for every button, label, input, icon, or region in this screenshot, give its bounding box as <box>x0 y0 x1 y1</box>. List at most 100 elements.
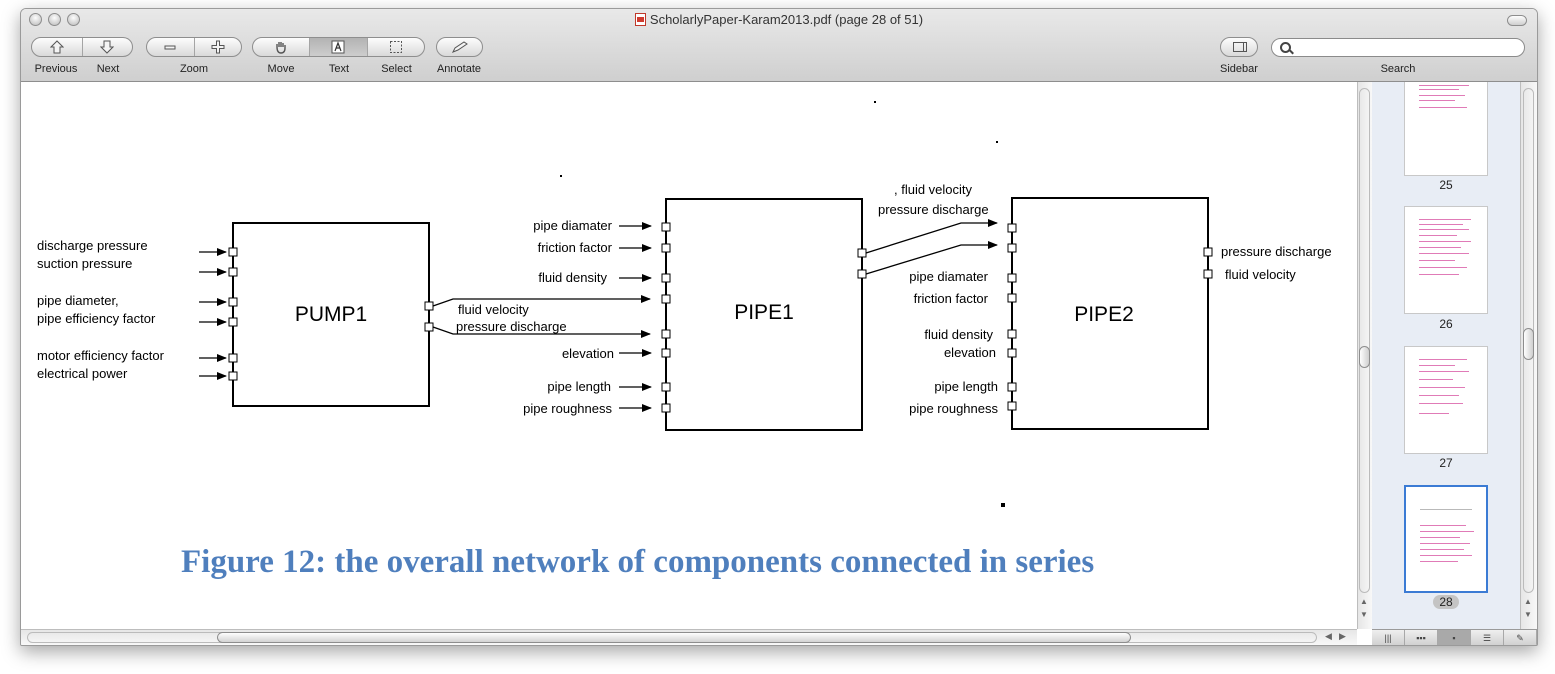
zoom-in-button[interactable] <box>195 38 242 56</box>
zoom-window-button[interactable] <box>67 13 80 26</box>
pump1-input-label: suction pressure <box>37 256 132 271</box>
pump1-input-label: pipe diameter, <box>37 293 119 308</box>
scroll-thumb[interactable] <box>1523 328 1534 360</box>
pencil-icon <box>451 41 468 53</box>
annotation-view-icon[interactable]: ✎ <box>1504 630 1537 645</box>
scan-speck <box>560 175 562 177</box>
pump1-input-label: discharge pressure <box>37 238 148 253</box>
document-page: PUMP1 discharge pressure suction pressur… <box>21 82 1357 629</box>
scroll-up-arrow-icon[interactable]: ▲ <box>1360 597 1368 606</box>
page-number: 25 <box>1439 178 1453 192</box>
link-label: fluid velocity <box>458 302 529 317</box>
pipe1-input-label: fluid density <box>538 270 607 285</box>
zoom-out-button[interactable] <box>147 38 195 56</box>
selection-icon <box>389 41 402 53</box>
move-tool-button[interactable] <box>253 38 311 56</box>
pipe2-input-label: friction factor <box>914 291 989 306</box>
thumbnail-view-icon[interactable]: ▪ <box>1438 630 1471 645</box>
page-number: 26 <box>1439 317 1453 331</box>
up-arrow-icon <box>49 40 64 54</box>
pipe1-input-label: pipe length <box>547 379 611 394</box>
search-icon <box>1280 42 1291 53</box>
pipe1-input-label: pipe diamater <box>533 218 612 233</box>
link-label: pressure discharge <box>456 319 567 334</box>
scroll-down-arrow-icon[interactable]: ▼ <box>1524 610 1532 619</box>
thumbnail-scrollbar[interactable]: ▲ ▼ <box>1520 82 1537 629</box>
search-field[interactable] <box>1271 38 1525 57</box>
page-number-selected: 28 <box>1398 595 1494 609</box>
scan-speck <box>996 141 998 143</box>
document-horizontal-scrollbar[interactable]: ◀ ▶ <box>21 629 1357 645</box>
document-vertical-scrollbar[interactable]: ▲ ▼ <box>1357 82 1372 629</box>
pipe1-input-label: pipe roughness <box>523 401 612 416</box>
pump1-input-label: motor efficiency factor <box>37 348 165 363</box>
pipe1-input-label: elevation <box>562 346 614 361</box>
select-label: Select <box>381 63 412 75</box>
tool-mode-control <box>252 37 425 57</box>
window-title: ScholarlyPaper-Karam2013.pdf (page 28 of… <box>21 12 1537 27</box>
columns-view-icon[interactable]: ||| <box>1372 630 1405 645</box>
link-label: pressure discharge <box>878 202 989 217</box>
sidebar-icon <box>1233 42 1247 52</box>
zoom-label: Zoom <box>179 63 209 75</box>
hand-icon <box>276 42 286 54</box>
annotate-button[interactable] <box>437 38 482 56</box>
scan-speck <box>1001 503 1005 507</box>
pipe1-input-label: friction factor <box>538 240 613 255</box>
figure-caption: Figure 12: the overall network of compon… <box>181 544 1095 580</box>
annotate-label: Annotate <box>436 63 482 75</box>
minus-icon <box>164 45 176 50</box>
pipe1-block <box>665 198 863 431</box>
pipe2-input-label: pipe length <box>934 379 998 394</box>
scroll-thumb[interactable] <box>217 632 1131 643</box>
pipe2-input-label: pipe diamater <box>909 269 988 284</box>
minimize-window-button[interactable] <box>48 13 61 26</box>
page-number: 27 <box>1439 456 1453 470</box>
zoom-control <box>146 37 242 57</box>
link-label: , fluid velocity <box>894 182 973 197</box>
pipe1-title: PIPE1 <box>734 301 794 324</box>
thumbnail-sidebar: 25 26 27 28 <box>1372 82 1520 629</box>
toolbar-toggle-button[interactable] <box>1507 15 1527 26</box>
pump1-input-label: electrical power <box>37 366 128 381</box>
scroll-right-arrow-icon[interactable]: ▶ <box>1339 631 1346 641</box>
scan-speck <box>874 101 876 103</box>
text-cursor-icon <box>331 40 345 54</box>
list-view-icon[interactable]: ☰ <box>1471 630 1504 645</box>
scroll-thumb[interactable] <box>1359 346 1370 368</box>
scroll-up-arrow-icon[interactable]: ▲ <box>1524 597 1532 606</box>
scroll-left-arrow-icon[interactable]: ◀ <box>1325 631 1332 641</box>
page-thumbnail[interactable] <box>1404 206 1488 314</box>
pump1-input-label: pipe efficiency factor <box>37 311 156 326</box>
down-arrow-icon <box>100 40 115 54</box>
pump1-title: PUMP1 <box>295 303 367 326</box>
grid-view-icon[interactable]: ▪▪▪ <box>1405 630 1438 645</box>
previous-label: Previous <box>34 63 78 75</box>
search-label: Search <box>1380 63 1416 75</box>
pump1-block <box>232 222 430 407</box>
text-tool-button[interactable] <box>310 38 368 56</box>
page-thumbnail[interactable] <box>1404 346 1488 454</box>
close-window-button[interactable] <box>29 13 42 26</box>
preview-window: ScholarlyPaper-Karam2013.pdf (page 28 of… <box>20 8 1538 646</box>
sidebar-label: Sidebar <box>1220 63 1258 75</box>
pipe2-input-label: pipe roughness <box>909 401 998 416</box>
plus-icon <box>211 40 225 54</box>
toolbar: ScholarlyPaper-Karam2013.pdf (page 28 of… <box>21 9 1537 82</box>
previous-button[interactable] <box>32 38 83 56</box>
sidebar-button[interactable] <box>1220 37 1258 57</box>
page-thumbnail[interactable] <box>1404 82 1488 176</box>
page-thumbnail-selected[interactable] <box>1404 485 1488 593</box>
scroll-track <box>1359 88 1370 593</box>
next-button[interactable] <box>83 38 133 56</box>
pipe2-input-label: elevation <box>944 345 996 360</box>
pdf-file-icon <box>634 13 646 26</box>
text-label: Text <box>328 63 350 75</box>
pipe2-output-label: pressure discharge <box>1221 244 1332 259</box>
scroll-down-arrow-icon[interactable]: ▼ <box>1360 610 1368 619</box>
pipe2-output-label: fluid velocity <box>1225 267 1296 282</box>
pipe2-input-label: fluid density <box>924 327 993 342</box>
search-input[interactable] <box>1294 40 1518 57</box>
select-tool-button[interactable] <box>368 38 424 56</box>
next-label: Next <box>96 63 120 75</box>
